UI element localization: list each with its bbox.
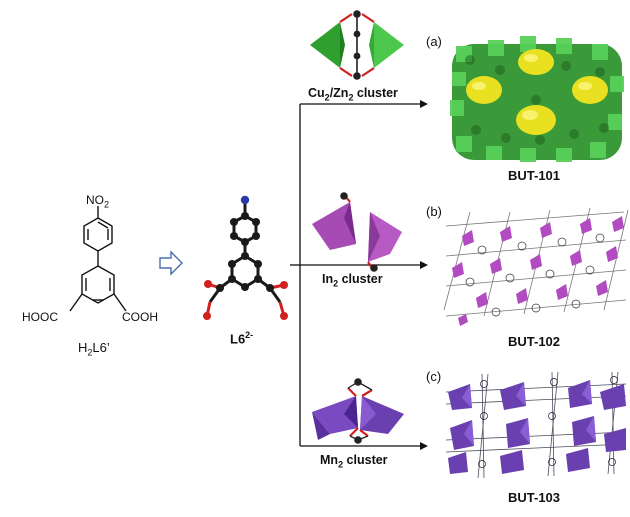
ligand-structure <box>69 206 127 312</box>
nitro-group-label: NO2 <box>86 193 110 210</box>
ball-stick-ligand <box>203 195 288 320</box>
but-103-structure <box>445 371 627 479</box>
mn-cluster <box>312 378 404 444</box>
in-cluster <box>312 192 402 272</box>
right-acid-label: COOH <box>122 310 158 324</box>
product-label-but-103: BUT-103 <box>508 490 561 505</box>
product-label-but-102: BUT-102 <box>508 334 561 349</box>
panel-letter-c: (c) <box>426 369 442 384</box>
product-label-but-101: BUT-101 <box>508 168 561 183</box>
cu-zn-cluster <box>310 10 404 80</box>
cluster-label-cu-zn: Cu2/Zn2 cluster <box>308 86 398 103</box>
panel-letter-a: (a) <box>426 34 442 49</box>
ligand-name-label: H2L6’ <box>78 340 110 358</box>
left-acid-label: HOOC <box>22 310 58 324</box>
branch-arrows <box>290 100 428 450</box>
mn-nodes <box>448 380 626 474</box>
cluster-label-mn: Mn2 cluster <box>320 453 388 470</box>
panel-letter-b: (b) <box>426 204 442 219</box>
but-102-structure <box>443 207 629 326</box>
in-nodes <box>452 216 624 326</box>
anion-name-label: L62- <box>230 330 254 347</box>
hollow-arrow-icon <box>159 250 183 276</box>
but-101-structure <box>448 34 624 164</box>
cluster-label-in: In2 cluster <box>322 272 383 289</box>
